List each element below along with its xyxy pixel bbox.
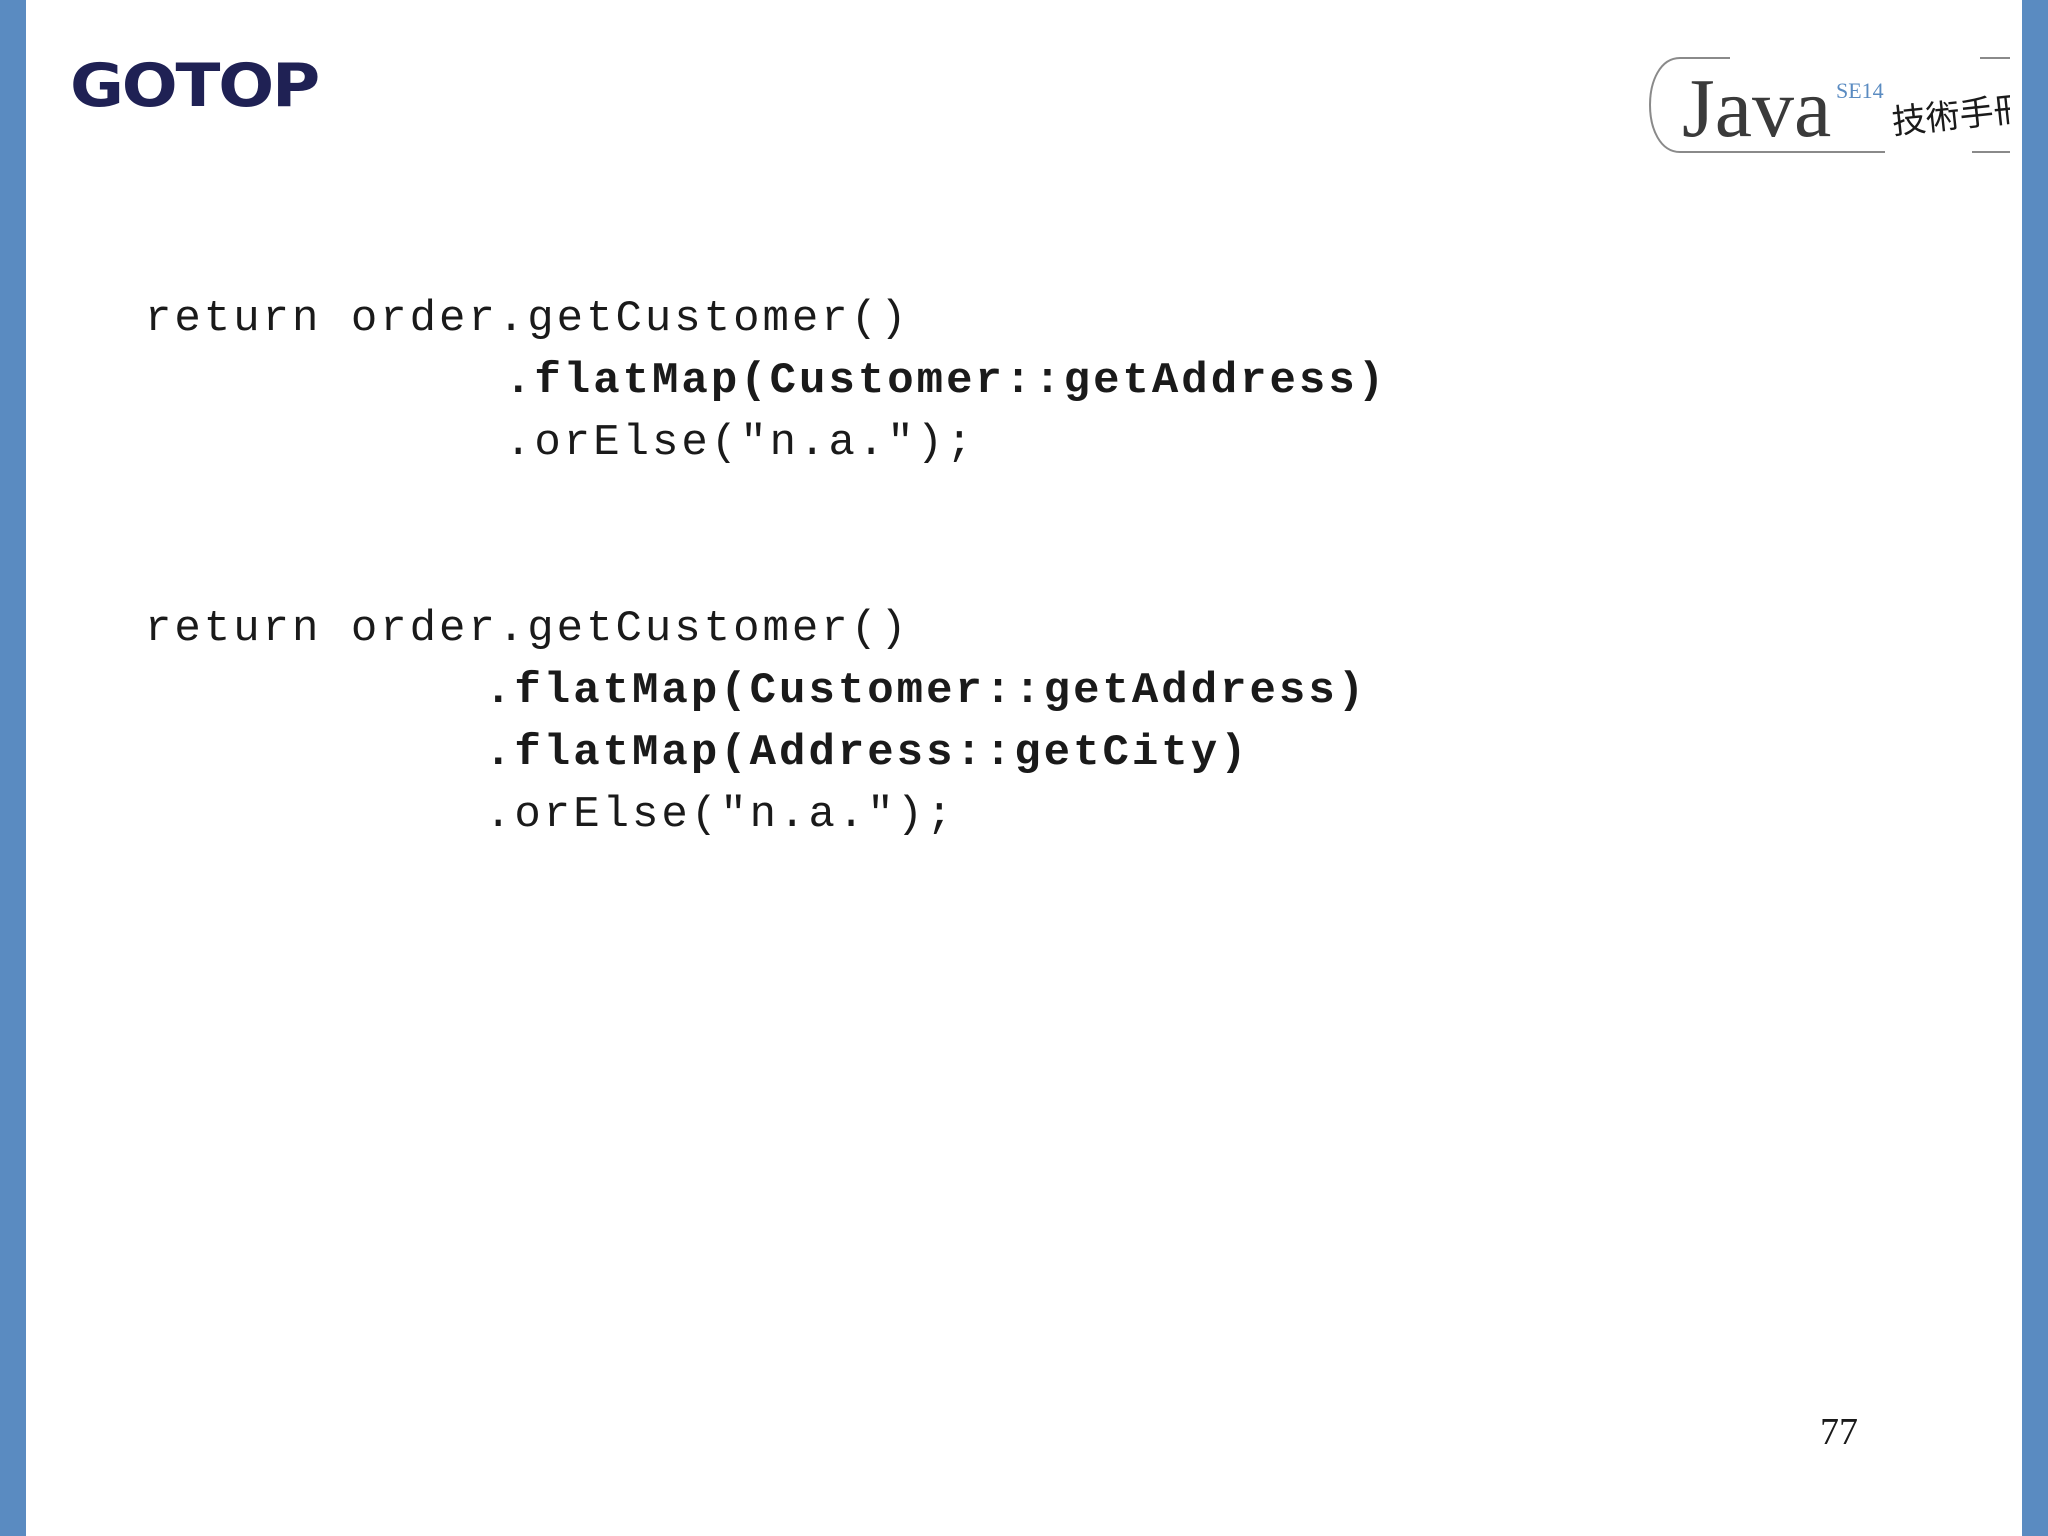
right-edge-bar [2022,0,2048,1536]
book-logo-chinese: 技術手冊 [1890,89,2010,143]
code-line: .orElse("n.a."); [505,418,976,468]
code-line: .flatMap(Address::getCity) [485,728,1250,778]
book-logo-frame [1649,57,1885,153]
code-line: .orElse("n.a."); [485,790,956,840]
left-edge-bar [0,0,26,1536]
book-logo-edition: SE14 [1836,78,1884,103]
publisher-logo-text: GOTOP [70,51,318,118]
book-logo: Java SE14 技術手冊 [1649,57,2010,155]
code-example-1: return order.getCustomer() .flatMap(Custo… [145,288,1387,474]
book-logo-word: Java [1682,62,1831,155]
code-line: .flatMap(Customer::getAddress) [485,666,1368,716]
code-line: return order.getCustomer() [145,604,910,654]
code-line: .flatMap(Customer::getAddress) [505,356,1388,406]
page-number: 77 [1820,1411,1858,1453]
code-line: return order.getCustomer() [145,294,910,344]
publisher-logo: GOTOP [70,51,320,118]
code-example-2: return order.getCustomer() .flatMap(Custo… [145,598,1367,846]
